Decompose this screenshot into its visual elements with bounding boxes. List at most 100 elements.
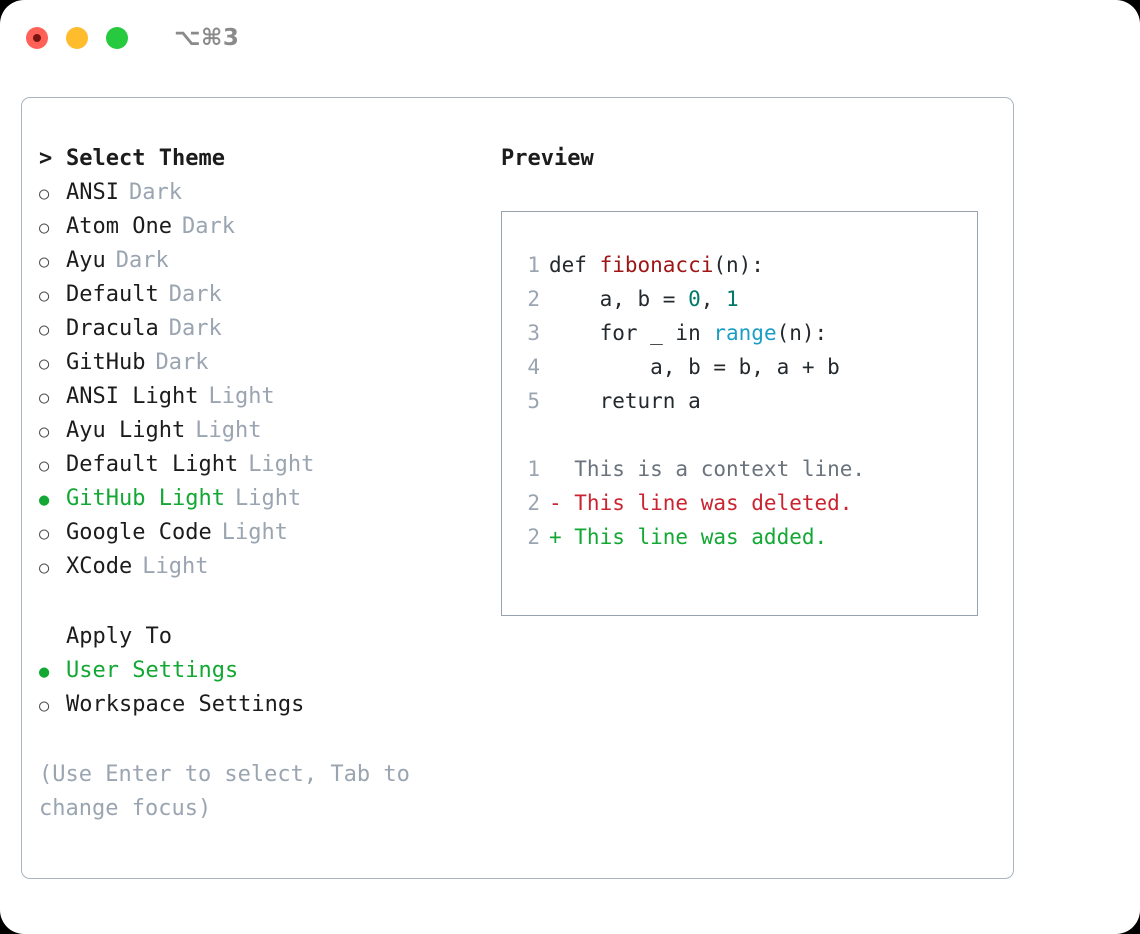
line-number: 2 [527,525,540,549]
code-text: a, b = b, a + b [549,350,840,384]
theme-option-xcode[interactable]: ○ XCode Light [39,550,484,584]
code-token-plain: (n): [713,253,764,277]
radio-unselected-icon: ○ [39,286,50,306]
theme-variant-tag: Dark [128,180,182,205]
diff-text: - This line was deleted. [549,491,853,515]
code-token-plain: (n): [776,321,828,345]
code-text: return a [549,384,701,418]
code-token-plain: a, b = [549,287,689,311]
diff-text: + This line was added. [549,525,828,549]
line-number: 2 [527,491,540,515]
theme-option-label: Default [66,282,159,307]
theme-option-label: XCode [66,554,133,579]
theme-option-label: GitHub [66,350,146,375]
code-token-plain: return a [549,389,701,413]
diff-line-del: 2 - This line was deleted. [523,486,977,520]
apply-to-option-label: Workspace Settings [66,692,305,717]
theme-option-label: Dracula [66,316,159,341]
radio-unselected-icon: ○ [39,252,50,272]
theme-option-label: Atom One [66,214,172,239]
theme-variant-tag: Light [248,452,315,477]
radio-selected-icon: ● [39,662,50,682]
radio-unselected-icon: ○ [39,218,50,238]
code-token-plain: , [700,287,727,311]
title-bar: ⌥⌘3 [0,0,1140,76]
code-token-fn: fibonacci [599,253,714,277]
theme-option-label: Ayu [66,248,106,273]
apply-to-option-user-settings[interactable]: ● User Settings [39,654,484,688]
theme-variant-tag: Light [142,554,209,579]
line-number: 5 [527,389,540,413]
theme-option-atom-one[interactable]: ○ Atom One Dark [39,210,484,244]
code-line: 5 return a [523,384,977,418]
theme-variant-tag: Dark [168,316,222,341]
diff-line-add: 2 + This line was added. [523,520,977,554]
theme-variant-tag: Dark [155,350,209,375]
traffic-lights [26,27,128,49]
page-title: Select Theme [66,146,225,171]
diff-text: This is a context line. [549,457,866,481]
diff-preview: 1 This is a context line.2- This line wa… [523,452,977,554]
theme-option-dracula[interactable]: ○ Dracula Dark [39,312,484,346]
minimize-window-button[interactable] [66,27,88,49]
maximize-window-button[interactable] [106,27,128,49]
theme-variant-tag: Dark [168,282,222,307]
theme-option-label: Google Code [66,520,212,545]
blank-marker-icon: ○ [39,620,66,654]
preview-title: Preview [501,146,594,171]
radio-unselected-icon: ○ [39,388,50,408]
radio-unselected-icon: ○ [39,320,50,340]
theme-variant-tag: Light [208,384,275,409]
code-text: def fibonacci(n): [549,248,764,282]
theme-option-ayu[interactable]: ○ Ayu Dark [39,244,484,278]
radio-unselected-icon: ○ [39,456,50,476]
close-icon [33,34,41,42]
apply-to-list: ● User Settings ○ Workspace Settings [39,654,484,722]
radio-unselected-icon: ○ [39,184,50,204]
radio-unselected-icon: ○ [39,524,50,544]
code-token-plain: a, b = b, a + b [549,355,840,379]
theme-variant-tag: Dark [181,214,235,239]
radio-unselected-icon: ○ [39,354,50,374]
line-number: 4 [527,355,540,379]
apply-to-option-label: User Settings [66,658,239,683]
theme-option-github-light[interactable]: ● GitHub Light Light [39,482,484,516]
keyboard-hint-text: (Use Enter to select, Tab to change focu… [39,762,424,821]
radio-unselected-icon: ○ [39,558,50,578]
code-line: 3 for _ in range(n): [523,316,977,350]
theme-variant-tag: Dark [115,248,169,273]
radio-unselected-icon: ○ [39,422,50,442]
theme-option-default[interactable]: ○ Default Dark [39,278,484,312]
close-window-button[interactable] [26,27,48,49]
theme-picker-heading: > Select Theme [39,142,484,176]
code-token-num: 0 [688,287,701,311]
code-line: 2 a, b = 0, 1 [523,282,977,316]
theme-option-ansi[interactable]: ○ ANSI Dark [39,176,484,210]
keyboard-shortcut-label: ⌥⌘3 [174,25,240,51]
theme-option-label: GitHub Light [66,486,225,511]
line-number: 1 [527,253,540,277]
code-line: 1 def fibonacci(n): [523,248,977,282]
theme-variant-tag: Light [234,486,302,511]
spacer [523,418,977,452]
code-token-num: 1 [726,287,739,311]
apply-to-option-workspace-settings[interactable]: ○ Workspace Settings [39,688,484,722]
theme-option-github[interactable]: ○ GitHub Dark [39,346,484,380]
radio-selected-icon: ● [39,490,50,510]
caret-icon: > [39,146,53,171]
radio-unselected-icon: ○ [39,696,50,716]
line-number: 3 [527,321,540,345]
theme-option-label: ANSI [66,180,119,205]
code-text: for _ in range(n): [549,316,828,350]
